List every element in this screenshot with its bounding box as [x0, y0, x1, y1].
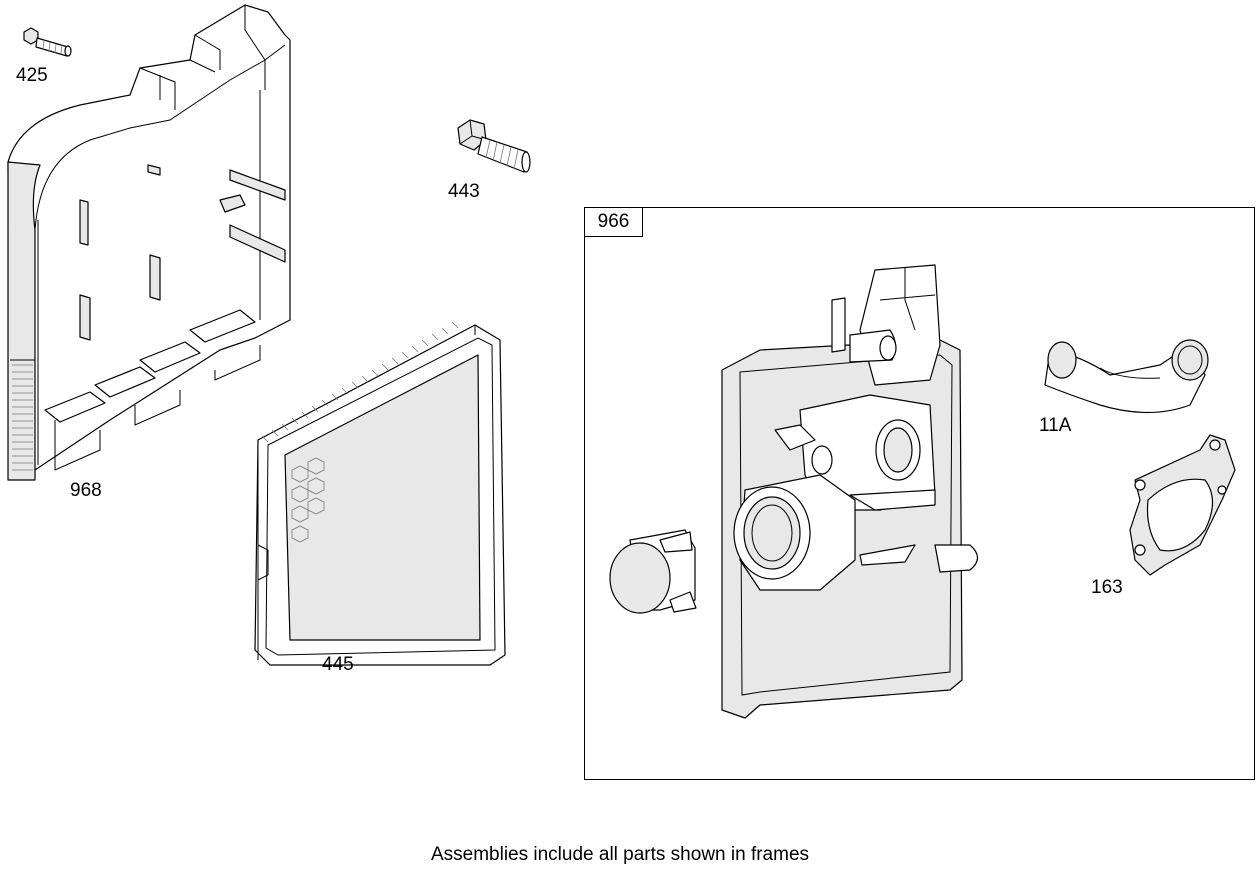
bolt-443-drawing: [458, 120, 530, 172]
part-label-11a: 11A: [1039, 415, 1072, 436]
part-label-443: 443: [448, 181, 480, 202]
cap-drawing: [610, 530, 696, 613]
assembly-label-966: 966: [585, 208, 643, 237]
footnote: Assemblies include all parts shown in fr…: [430, 844, 810, 865]
carburetor-966-drawing: [722, 265, 978, 718]
bolt-425-drawing: [24, 28, 71, 56]
base-968-drawing: [8, 5, 290, 480]
part-label-445: 445: [322, 654, 354, 675]
gasket-163-drawing: [1130, 435, 1235, 575]
tube-11a-drawing: [1045, 340, 1208, 413]
assembly-frame: 966: [584, 207, 1255, 780]
part-label-968: 968: [70, 480, 102, 501]
part-label-163: 163: [1091, 577, 1123, 598]
filter-445-drawing: [255, 322, 505, 665]
part-label-425: 425: [16, 65, 48, 86]
